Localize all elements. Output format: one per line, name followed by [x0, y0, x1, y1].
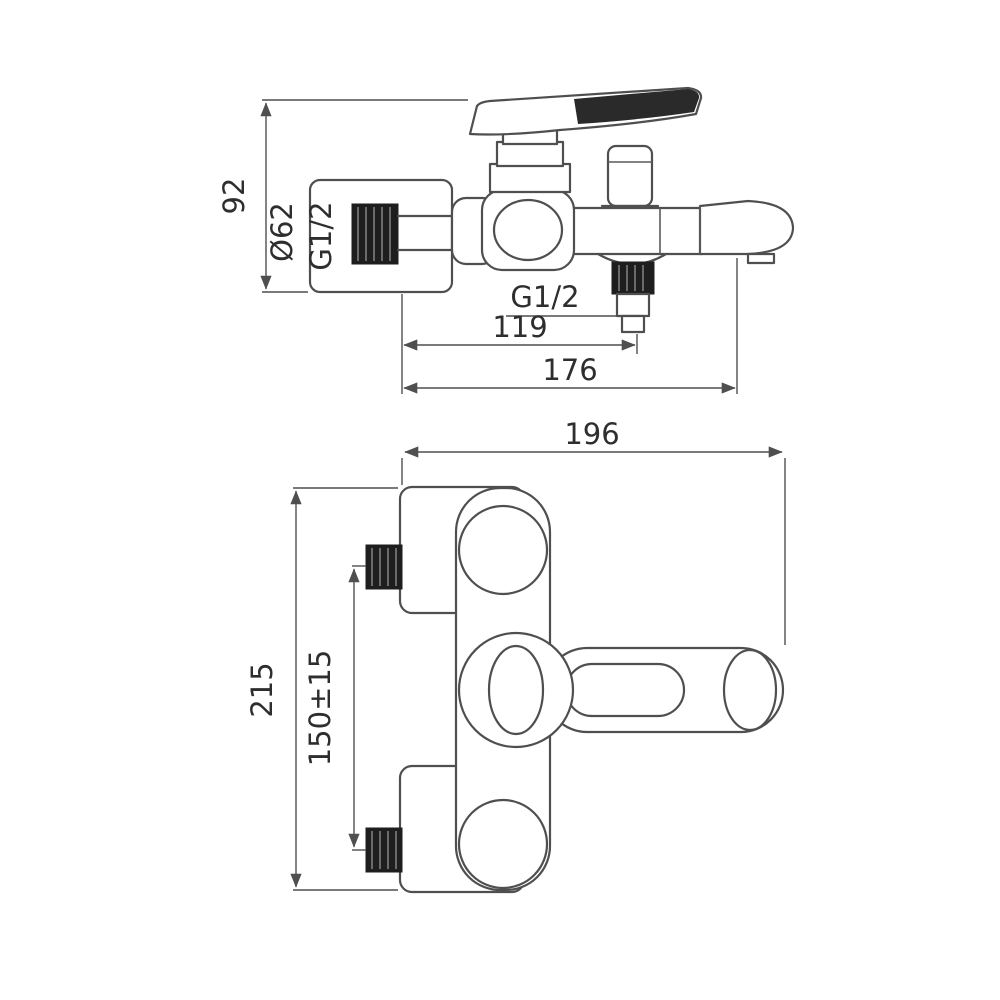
side-view-dimensions: 92 Ø62 G1/2 G1/2 119 176: [217, 99, 738, 394]
eccentric-connector: [396, 214, 458, 252]
spout-side: [698, 199, 795, 265]
dim-label-g12-outlet: G1/2: [510, 280, 579, 314]
body-pipe: [558, 206, 704, 256]
front-view: [365, 485, 785, 894]
bottom-escutcheon-circle: [457, 798, 549, 890]
handle-hub-inner: [487, 644, 545, 736]
handle-hub: [457, 631, 575, 749]
spout-end-cap: [722, 648, 778, 732]
dim-label-92: 92: [217, 178, 251, 215]
dim-label-150-15: 150±15: [303, 650, 337, 767]
valve-housing: [480, 188, 576, 272]
dim-label-diameter-62: Ø62: [265, 202, 299, 262]
spout-arm-front: [543, 646, 785, 734]
front-fitting-bottom-dark: [365, 827, 403, 873]
handle-lever: [468, 86, 703, 136]
dim-label-g12-wall: G1/2: [304, 201, 338, 270]
dim-label-119: 119: [492, 310, 547, 344]
dim-label-196: 196: [564, 417, 619, 451]
diverter-knob: [600, 144, 660, 208]
dim-label-215: 215: [245, 662, 279, 717]
side-view: [308, 86, 795, 334]
front-view-dimensions: 196 215 150±15: [245, 417, 786, 891]
front-fitting-top-dark: [365, 544, 403, 590]
dim-label-176: 176: [542, 353, 597, 387]
wall-fitting-dark: [351, 203, 399, 265]
top-escutcheon-circle: [457, 504, 549, 596]
